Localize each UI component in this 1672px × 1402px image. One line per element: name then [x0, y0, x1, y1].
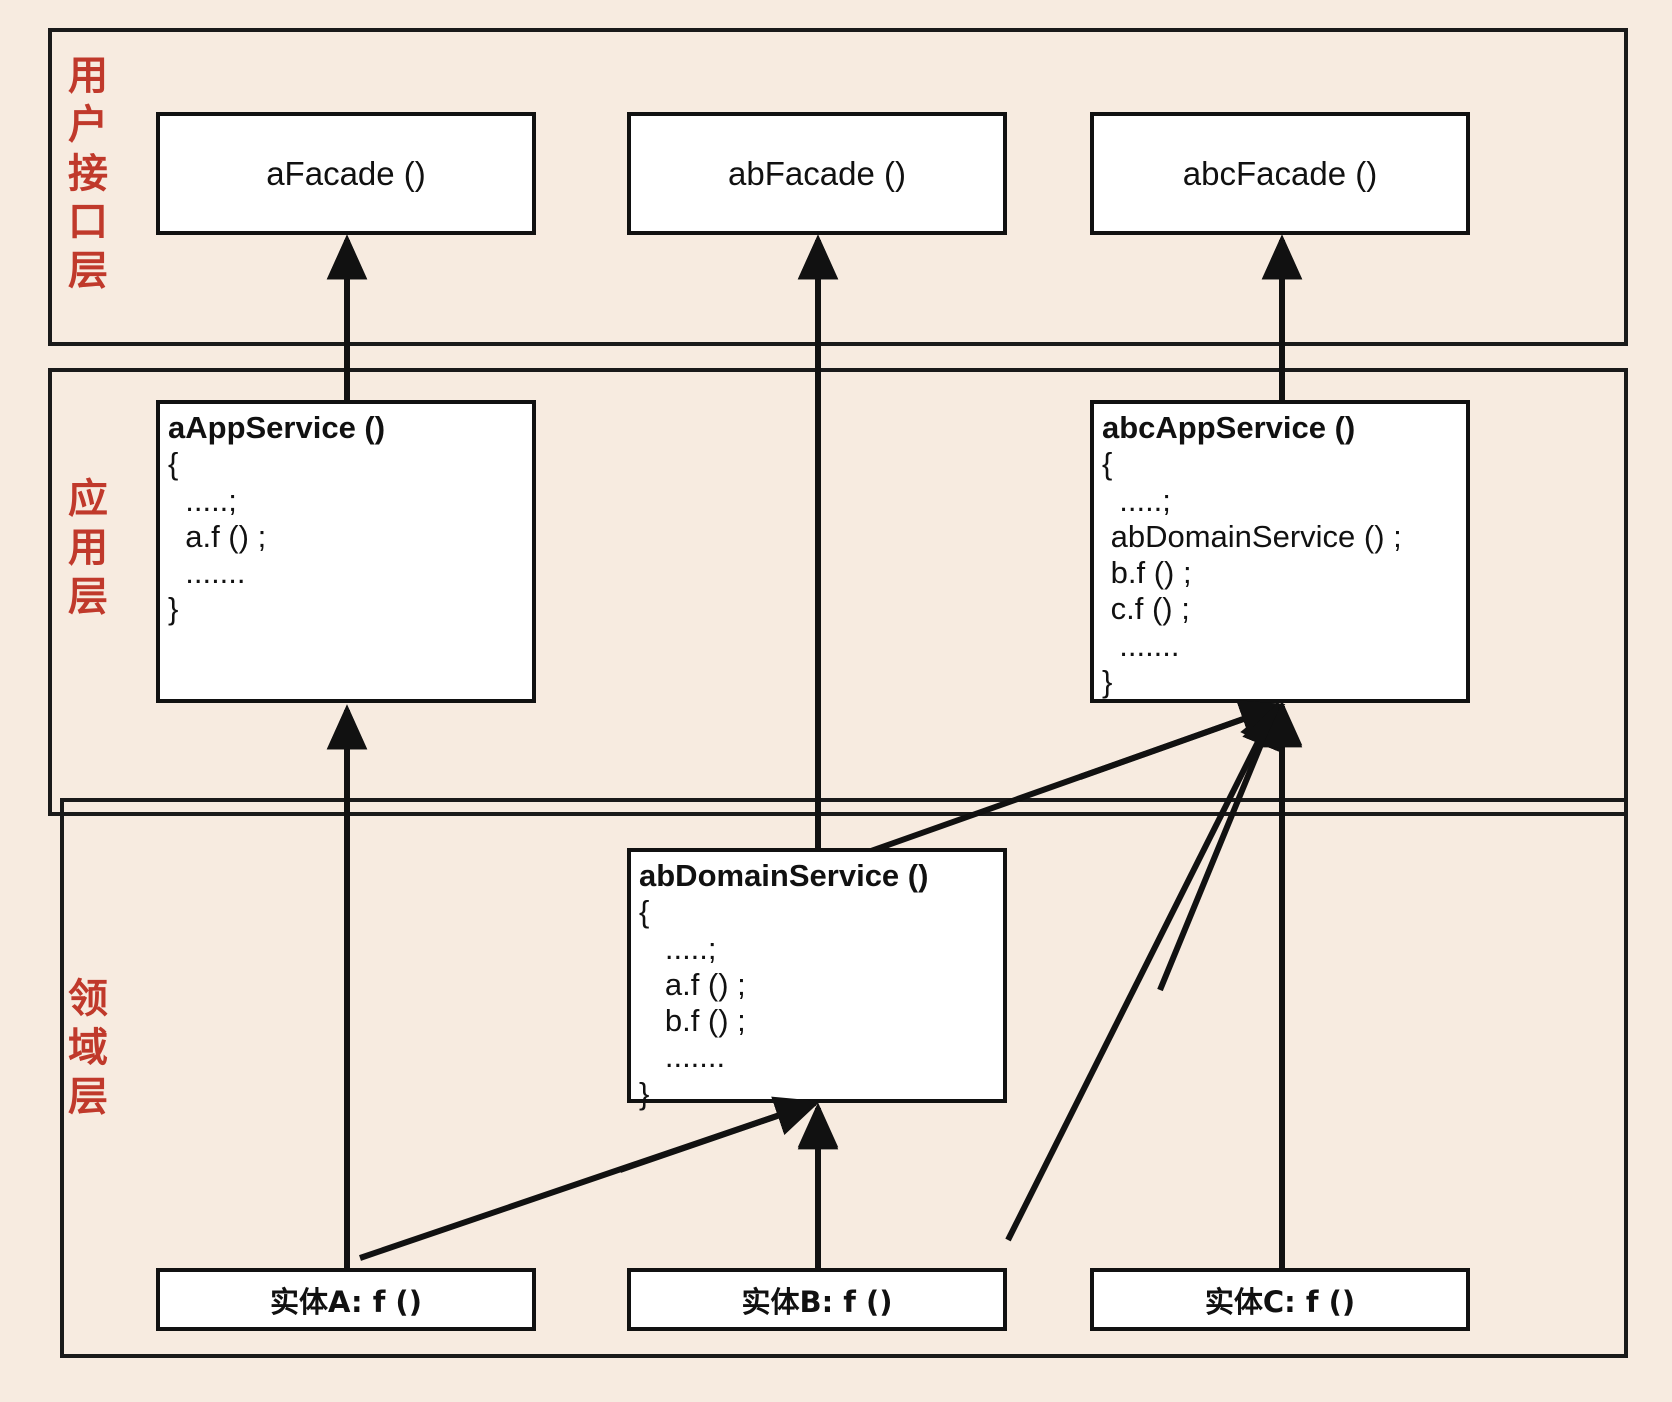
node-abc-app-service-title: abcAppService ()	[1102, 410, 1356, 445]
node-abc-app-service-line-3: b.f () ;	[1102, 555, 1192, 591]
node-abc-app-service-line-5: .......	[1102, 627, 1180, 663]
node-ab-domain-service-line-0: {	[639, 894, 650, 930]
node-a-facade[interactable]: aFacade ()	[156, 112, 536, 235]
node-ab-domain-service-line-2: a.f () ;	[639, 966, 746, 1002]
node-ab-facade-label: abFacade ()	[728, 154, 906, 192]
node-entity-c-label: 实体C: f ()	[1204, 1284, 1356, 1319]
node-abc-app-service-line-2: abDomainService () ;	[1102, 518, 1402, 554]
layer-label-domain: 领域层	[68, 976, 108, 1120]
node-abc-app-service-line-0: {	[1102, 446, 1113, 482]
node-entity-a-label: 实体A: f ()	[270, 1284, 422, 1319]
node-ab-domain-service-line-1: .....;	[639, 930, 717, 966]
node-a-app-service-line-4: }	[168, 591, 179, 627]
node-ab-domain-service-title: abDomainService ()	[639, 858, 929, 893]
node-a-app-service-line-0: {	[168, 446, 179, 482]
layer-label-ui: 用户接口层	[68, 53, 108, 295]
node-entity-b-label: 实体B: f ()	[741, 1284, 893, 1319]
node-ab-domain-service-line-4: .......	[639, 1039, 726, 1075]
node-a-app-service-line-1: .....;	[168, 482, 237, 518]
node-ab-facade[interactable]: abFacade ()	[627, 112, 1007, 235]
node-abc-facade-label: abcFacade ()	[1182, 154, 1378, 192]
node-entity-b[interactable]: 实体B: f ()	[627, 1268, 1007, 1331]
node-a-app-service[interactable]: aAppService () { .....; a.f () ; .......…	[156, 400, 536, 703]
node-ab-domain-service-line-5: }	[639, 1075, 650, 1111]
node-abc-facade[interactable]: abcFacade ()	[1090, 112, 1470, 235]
node-a-app-service-title: aAppService ()	[168, 410, 386, 445]
layer-label-application: 应用层	[68, 476, 108, 620]
node-abc-app-service-line-4: c.f () ;	[1102, 591, 1190, 627]
node-abc-app-service-line-6: }	[1102, 663, 1113, 699]
layer-application	[48, 368, 1628, 816]
node-a-app-service-line-3: .......	[168, 555, 246, 591]
node-abc-app-service[interactable]: abcAppService () { .....; abDomainServic…	[1090, 400, 1470, 703]
node-a-app-service-line-2: a.f () ;	[168, 518, 267, 554]
node-abc-app-service-line-1: .....;	[1102, 482, 1171, 518]
node-ab-domain-service[interactable]: abDomainService () { .....; a.f () ; b.f…	[627, 848, 1007, 1111]
layer-ui	[48, 28, 1628, 346]
node-ab-domain-service-line-3: b.f () ;	[639, 1003, 746, 1039]
node-entity-a[interactable]: 实体A: f ()	[156, 1268, 536, 1331]
node-entity-c[interactable]: 实体C: f ()	[1090, 1268, 1470, 1331]
node-a-facade-label: aFacade ()	[266, 154, 426, 192]
